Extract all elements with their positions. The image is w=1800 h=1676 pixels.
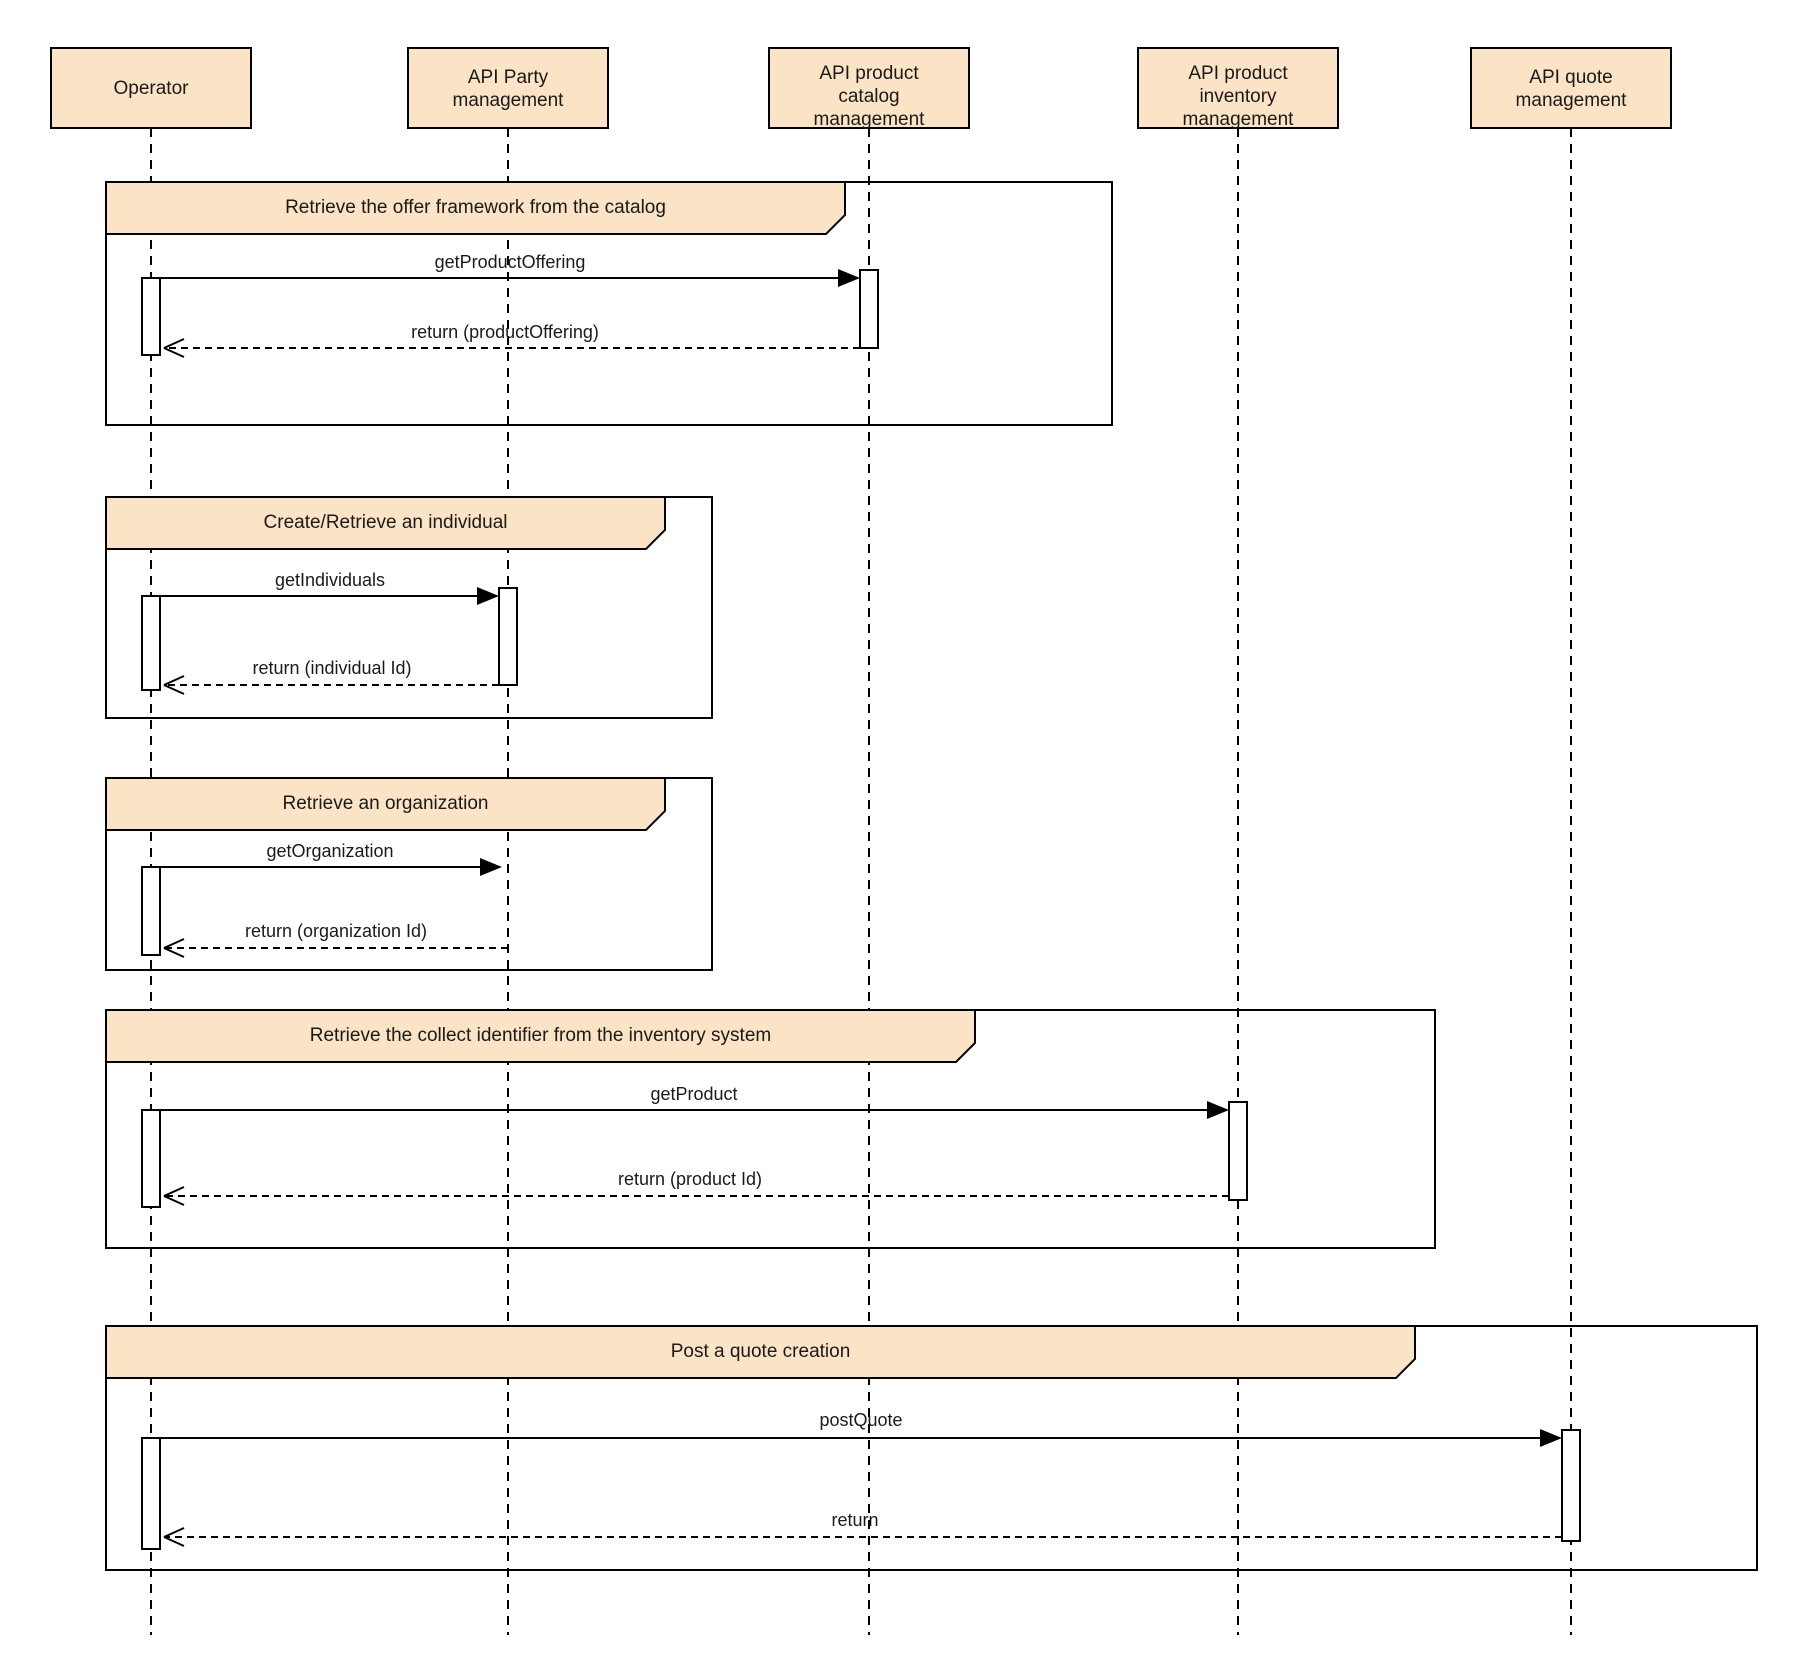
fragment-title-1: Retrieve the offer framework from the ca… [285, 197, 666, 218]
message-label-postQuote: postQuote [819, 1410, 903, 1430]
participant-box-product-inventory [1137, 47, 1339, 129]
arrowhead-getOrganization [480, 858, 502, 876]
message-label-return-productId: return (product Id) [617, 1169, 763, 1189]
activation-quote-5 [1561, 1429, 1581, 1542]
fragment-header-3 [105, 777, 666, 831]
fragment-header-4 [105, 1009, 976, 1063]
arrowhead-getProductOffering [838, 269, 860, 287]
participant-box-party-management [407, 47, 609, 129]
message-label-getIndividuals: getIndividuals [274, 570, 386, 590]
arrowhead-return-productId [163, 1186, 185, 1206]
fragment-title-5: Post a quote creation [670, 1341, 851, 1362]
participant-label-product-catalog: API product catalog management [813, 63, 925, 130]
arrowhead-return-productOffering [163, 338, 185, 358]
message-label-return-individualId: return (individual Id) [252, 658, 412, 678]
fragment-header-2 [105, 496, 666, 550]
message-label-getProductOffering: getProductOffering [434, 252, 586, 272]
fragment-title-4: Retrieve the collect identifier from the… [309, 1025, 772, 1046]
activation-operator-4 [141, 1109, 161, 1208]
participant-label-party-management: API Party management [452, 67, 564, 111]
fragment-header-1 [105, 181, 846, 235]
message-label-return-quote: return [831, 1510, 879, 1530]
arrowhead-return-quote [163, 1527, 185, 1547]
fragment-title-3: Retrieve an organization [282, 793, 489, 814]
message-label-return-productOffering: return (productOffering) [411, 322, 599, 342]
activation-operator-2 [141, 595, 161, 691]
message-label-getOrganization: getOrganization [266, 841, 394, 861]
arrowhead-postQuote [1540, 1429, 1562, 1447]
arrowhead-getIndividuals [477, 587, 499, 605]
activation-operator-1 [141, 277, 161, 356]
arrowhead-return-organizationId [163, 938, 185, 958]
participant-label-quote-management: API quote management [1515, 67, 1627, 111]
activation-party-2 [498, 587, 518, 686]
participant-box-quote-management [1470, 47, 1672, 129]
participant-label-operator: Operator [113, 78, 189, 99]
activation-operator-5 [141, 1437, 161, 1550]
arrowhead-return-individualId [163, 675, 185, 695]
message-label-return-organizationId: return (organization Id) [244, 921, 428, 941]
activation-operator-3 [141, 866, 161, 956]
participant-box-operator [50, 47, 252, 129]
fragment-title-2: Create/Retrieve an individual [263, 512, 508, 533]
message-label-getProduct: getProduct [650, 1084, 738, 1104]
participant-label-product-inventory: API product inventory management [1182, 63, 1294, 130]
arrowhead-getProduct [1207, 1101, 1229, 1119]
activation-catalog-1 [859, 269, 879, 349]
participant-box-product-catalog [768, 47, 970, 129]
fragment-header-5 [105, 1325, 1416, 1379]
activation-inventory-4 [1228, 1101, 1248, 1201]
